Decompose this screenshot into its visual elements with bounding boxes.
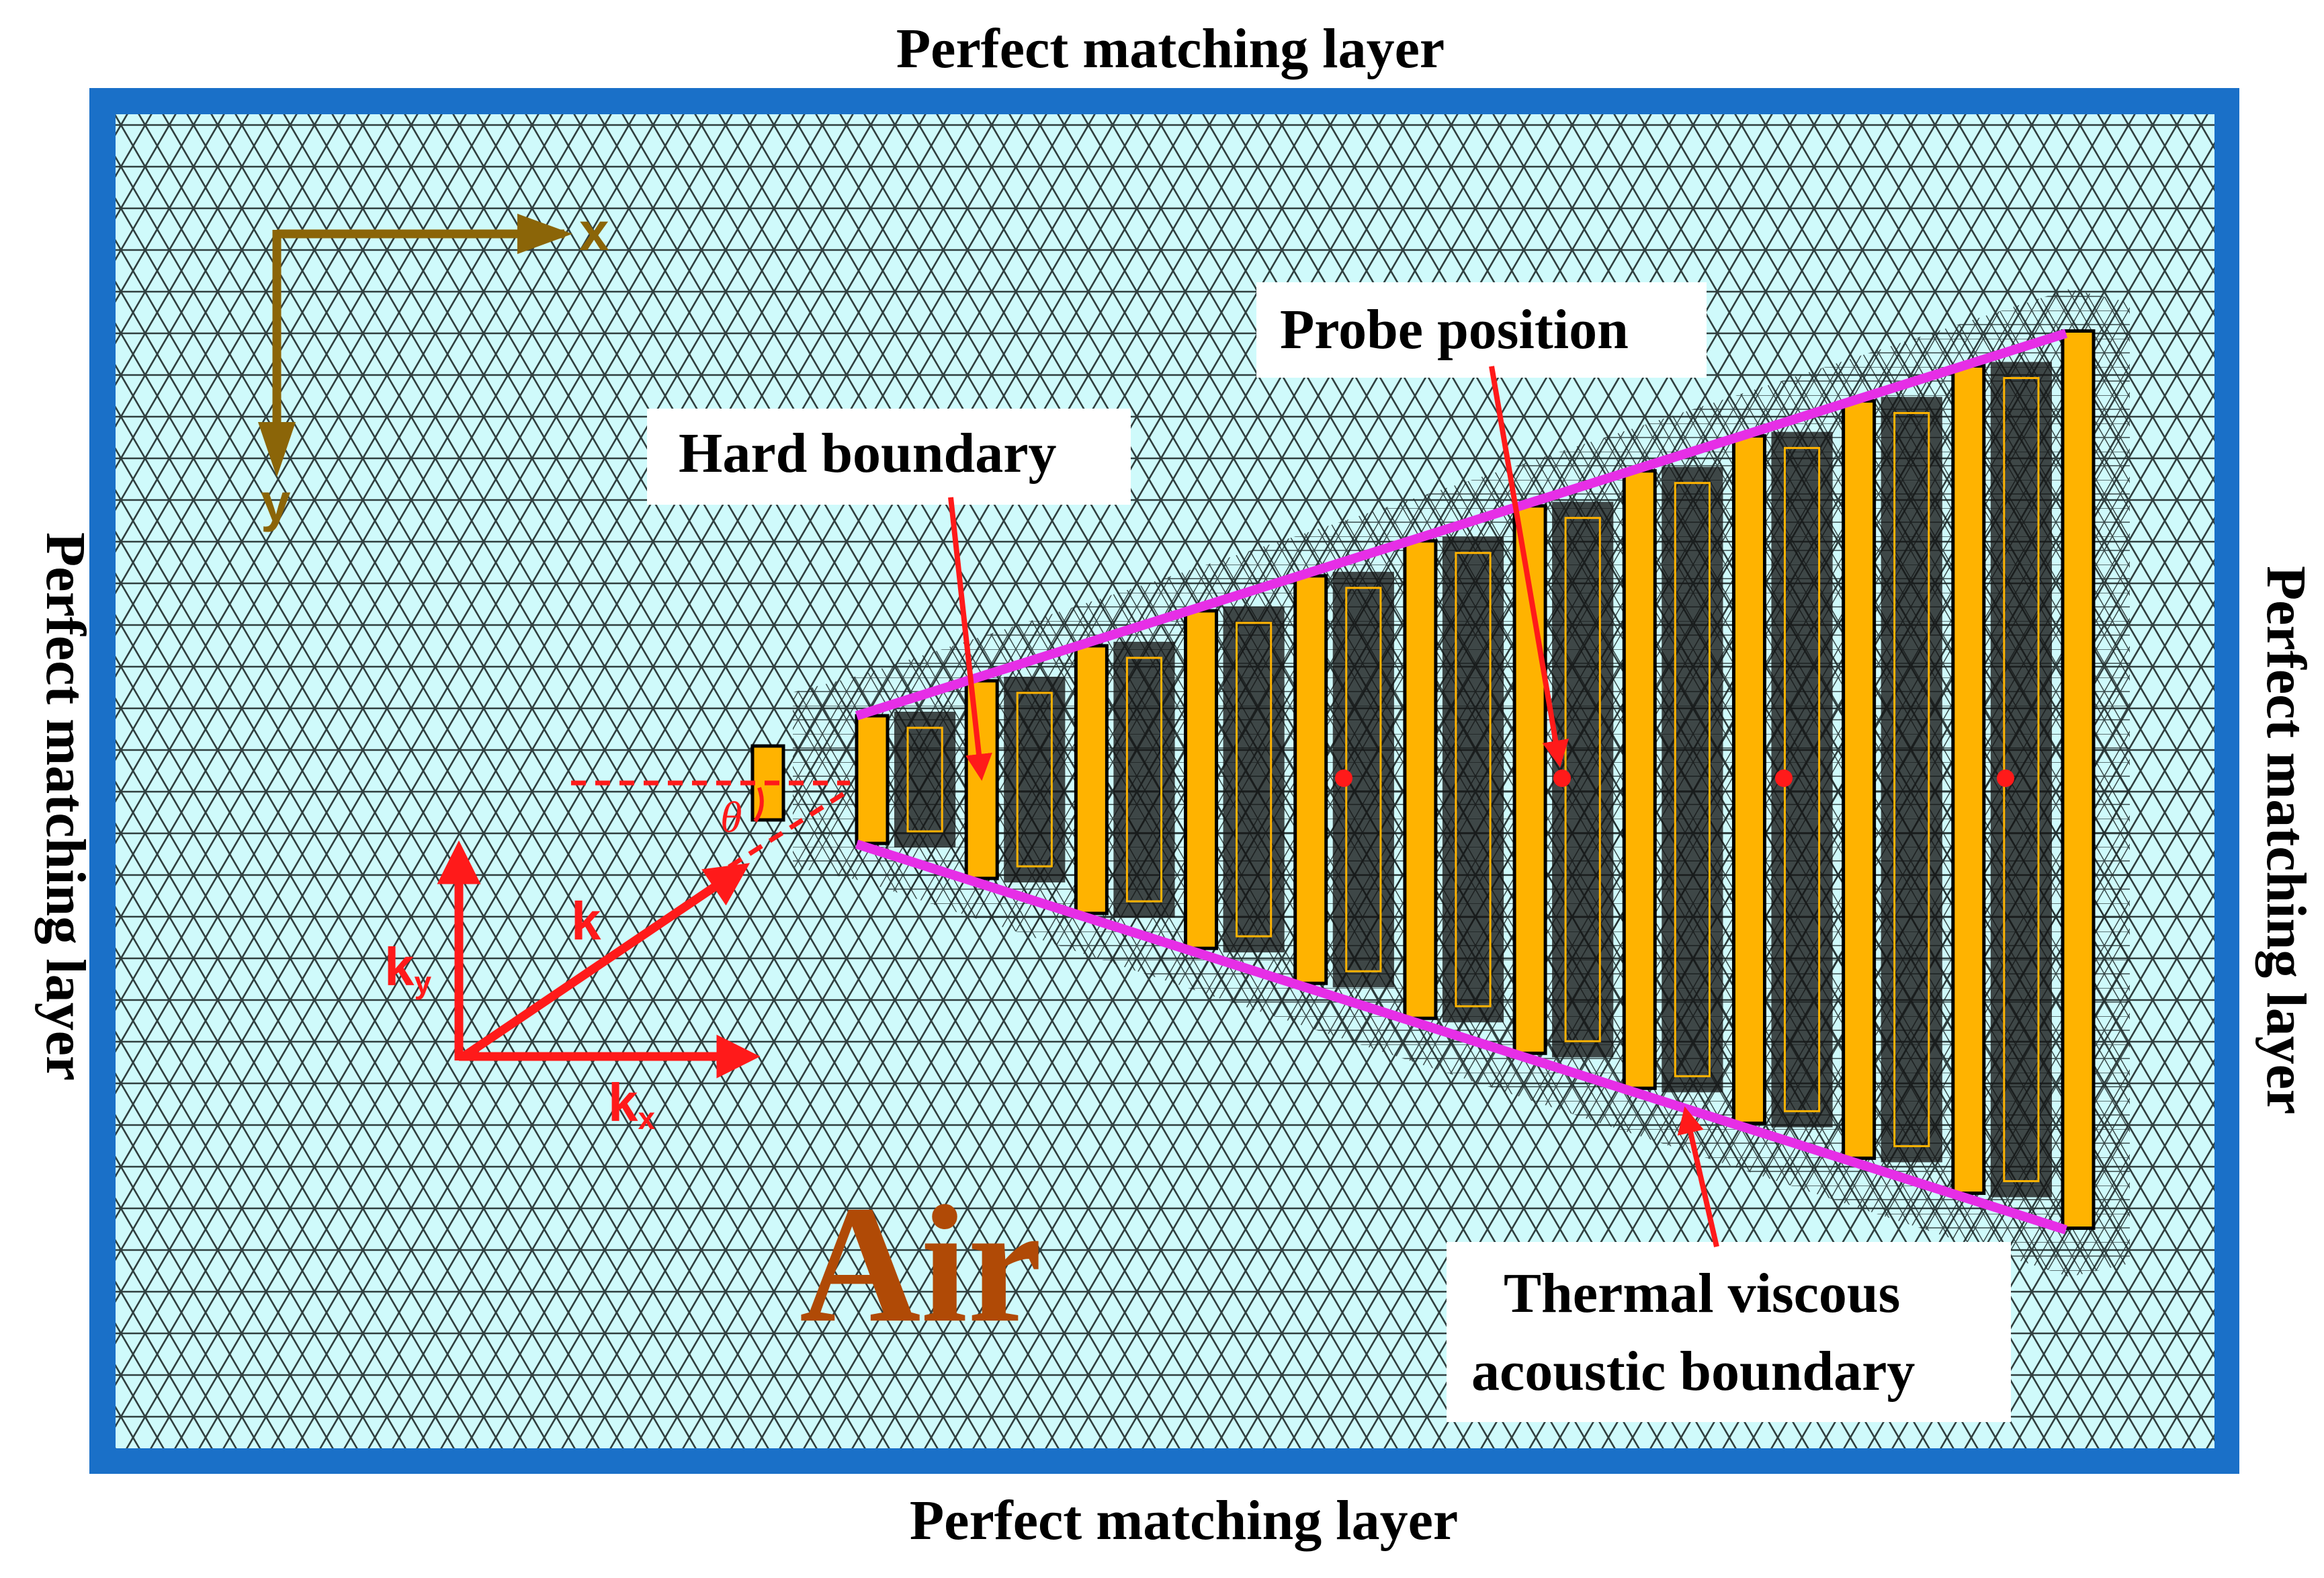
probe-callout-text: Probe position bbox=[1280, 298, 1629, 361]
structure-bar bbox=[1184, 609, 1219, 950]
hard-callout-box bbox=[647, 409, 1131, 505]
thermal-callout-line1: Thermal viscous bbox=[1504, 1262, 1900, 1325]
x-axis-arrowhead bbox=[517, 214, 572, 254]
wave-vector-arrow-icon bbox=[461, 863, 750, 1061]
thermal-callout-line2: acoustic boundary bbox=[1471, 1340, 1915, 1403]
pml-label-right: Perfect matching layer bbox=[2255, 566, 2317, 1114]
structure-bar bbox=[1622, 469, 1657, 1090]
structure-slot bbox=[1113, 641, 1175, 918]
probe-dot-icon bbox=[1553, 770, 1571, 787]
structure-slot bbox=[894, 711, 956, 848]
probe-dot-icon bbox=[1997, 770, 2014, 787]
probe-dots bbox=[1335, 770, 2014, 787]
coordinate-axes: x y bbox=[258, 202, 609, 532]
structure-bar bbox=[964, 679, 999, 880]
structure-bar bbox=[1951, 364, 1986, 1195]
metamaterial-structure bbox=[855, 329, 2096, 1230]
y-axis-label: y bbox=[261, 472, 291, 532]
slot-outline bbox=[1016, 692, 1053, 868]
slot-outline bbox=[1674, 482, 1711, 1077]
probe-dot-icon bbox=[1335, 770, 1352, 787]
hard-callout-text: Hard boundary bbox=[679, 422, 1057, 485]
pml-label-left: Perfect matching layer bbox=[34, 532, 97, 1081]
structure-slot bbox=[1004, 676, 1066, 883]
slot-outline bbox=[1455, 552, 1492, 1007]
structure-bar bbox=[2061, 329, 2096, 1230]
probe-position-callout: Probe position bbox=[1256, 282, 1707, 767]
structure-slot bbox=[1223, 606, 1285, 953]
probe-callout-box bbox=[1256, 282, 1707, 378]
slot-outline bbox=[906, 726, 943, 833]
thermal-callout-box bbox=[1447, 1242, 2011, 1422]
angle-label: θ bbox=[720, 793, 742, 842]
wave-vector-diagram: k kx ky bbox=[384, 840, 761, 1136]
structure-slot bbox=[1881, 397, 1942, 1163]
structure-bar bbox=[1731, 434, 1766, 1125]
structure-bar bbox=[1074, 644, 1109, 915]
slot-outline bbox=[1125, 657, 1163, 903]
lower-envelope-line bbox=[855, 839, 2068, 1235]
structure-bar bbox=[1842, 399, 1877, 1160]
ky-label: ky bbox=[384, 937, 432, 1000]
structure-bar bbox=[855, 714, 890, 845]
probe-dot-icon bbox=[1775, 770, 1793, 787]
structure-slot bbox=[1442, 536, 1504, 1023]
thermal-boundary-callout: Thermal viscous acoustic boundary bbox=[1447, 1106, 2011, 1422]
slot-outline bbox=[1893, 412, 1930, 1147]
medium-label: Air bbox=[800, 1171, 1042, 1358]
hard-boundary-callout: Hard boundary bbox=[647, 409, 1131, 781]
thermal-callout-pointer bbox=[1677, 1106, 1719, 1247]
upper-envelope-line bbox=[855, 329, 2068, 720]
pml-label-top: Perfect matching layer bbox=[896, 17, 1445, 80]
structure-bar bbox=[1293, 574, 1328, 985]
probe-callout-pointer bbox=[1489, 366, 1569, 767]
x-axis-label: x bbox=[579, 202, 609, 261]
angle-arc bbox=[753, 786, 764, 823]
structure-slot bbox=[1662, 466, 1723, 1093]
y-axis-arrowhead bbox=[258, 422, 296, 477]
kx-label: kx bbox=[608, 1073, 656, 1136]
k-label: k bbox=[571, 891, 601, 951]
slot-outline bbox=[1236, 622, 1273, 938]
pml-label-bottom: Perfect matching layer bbox=[910, 1489, 1458, 1552]
hard-callout-pointer bbox=[948, 497, 992, 781]
structure-bar bbox=[1403, 539, 1438, 1020]
